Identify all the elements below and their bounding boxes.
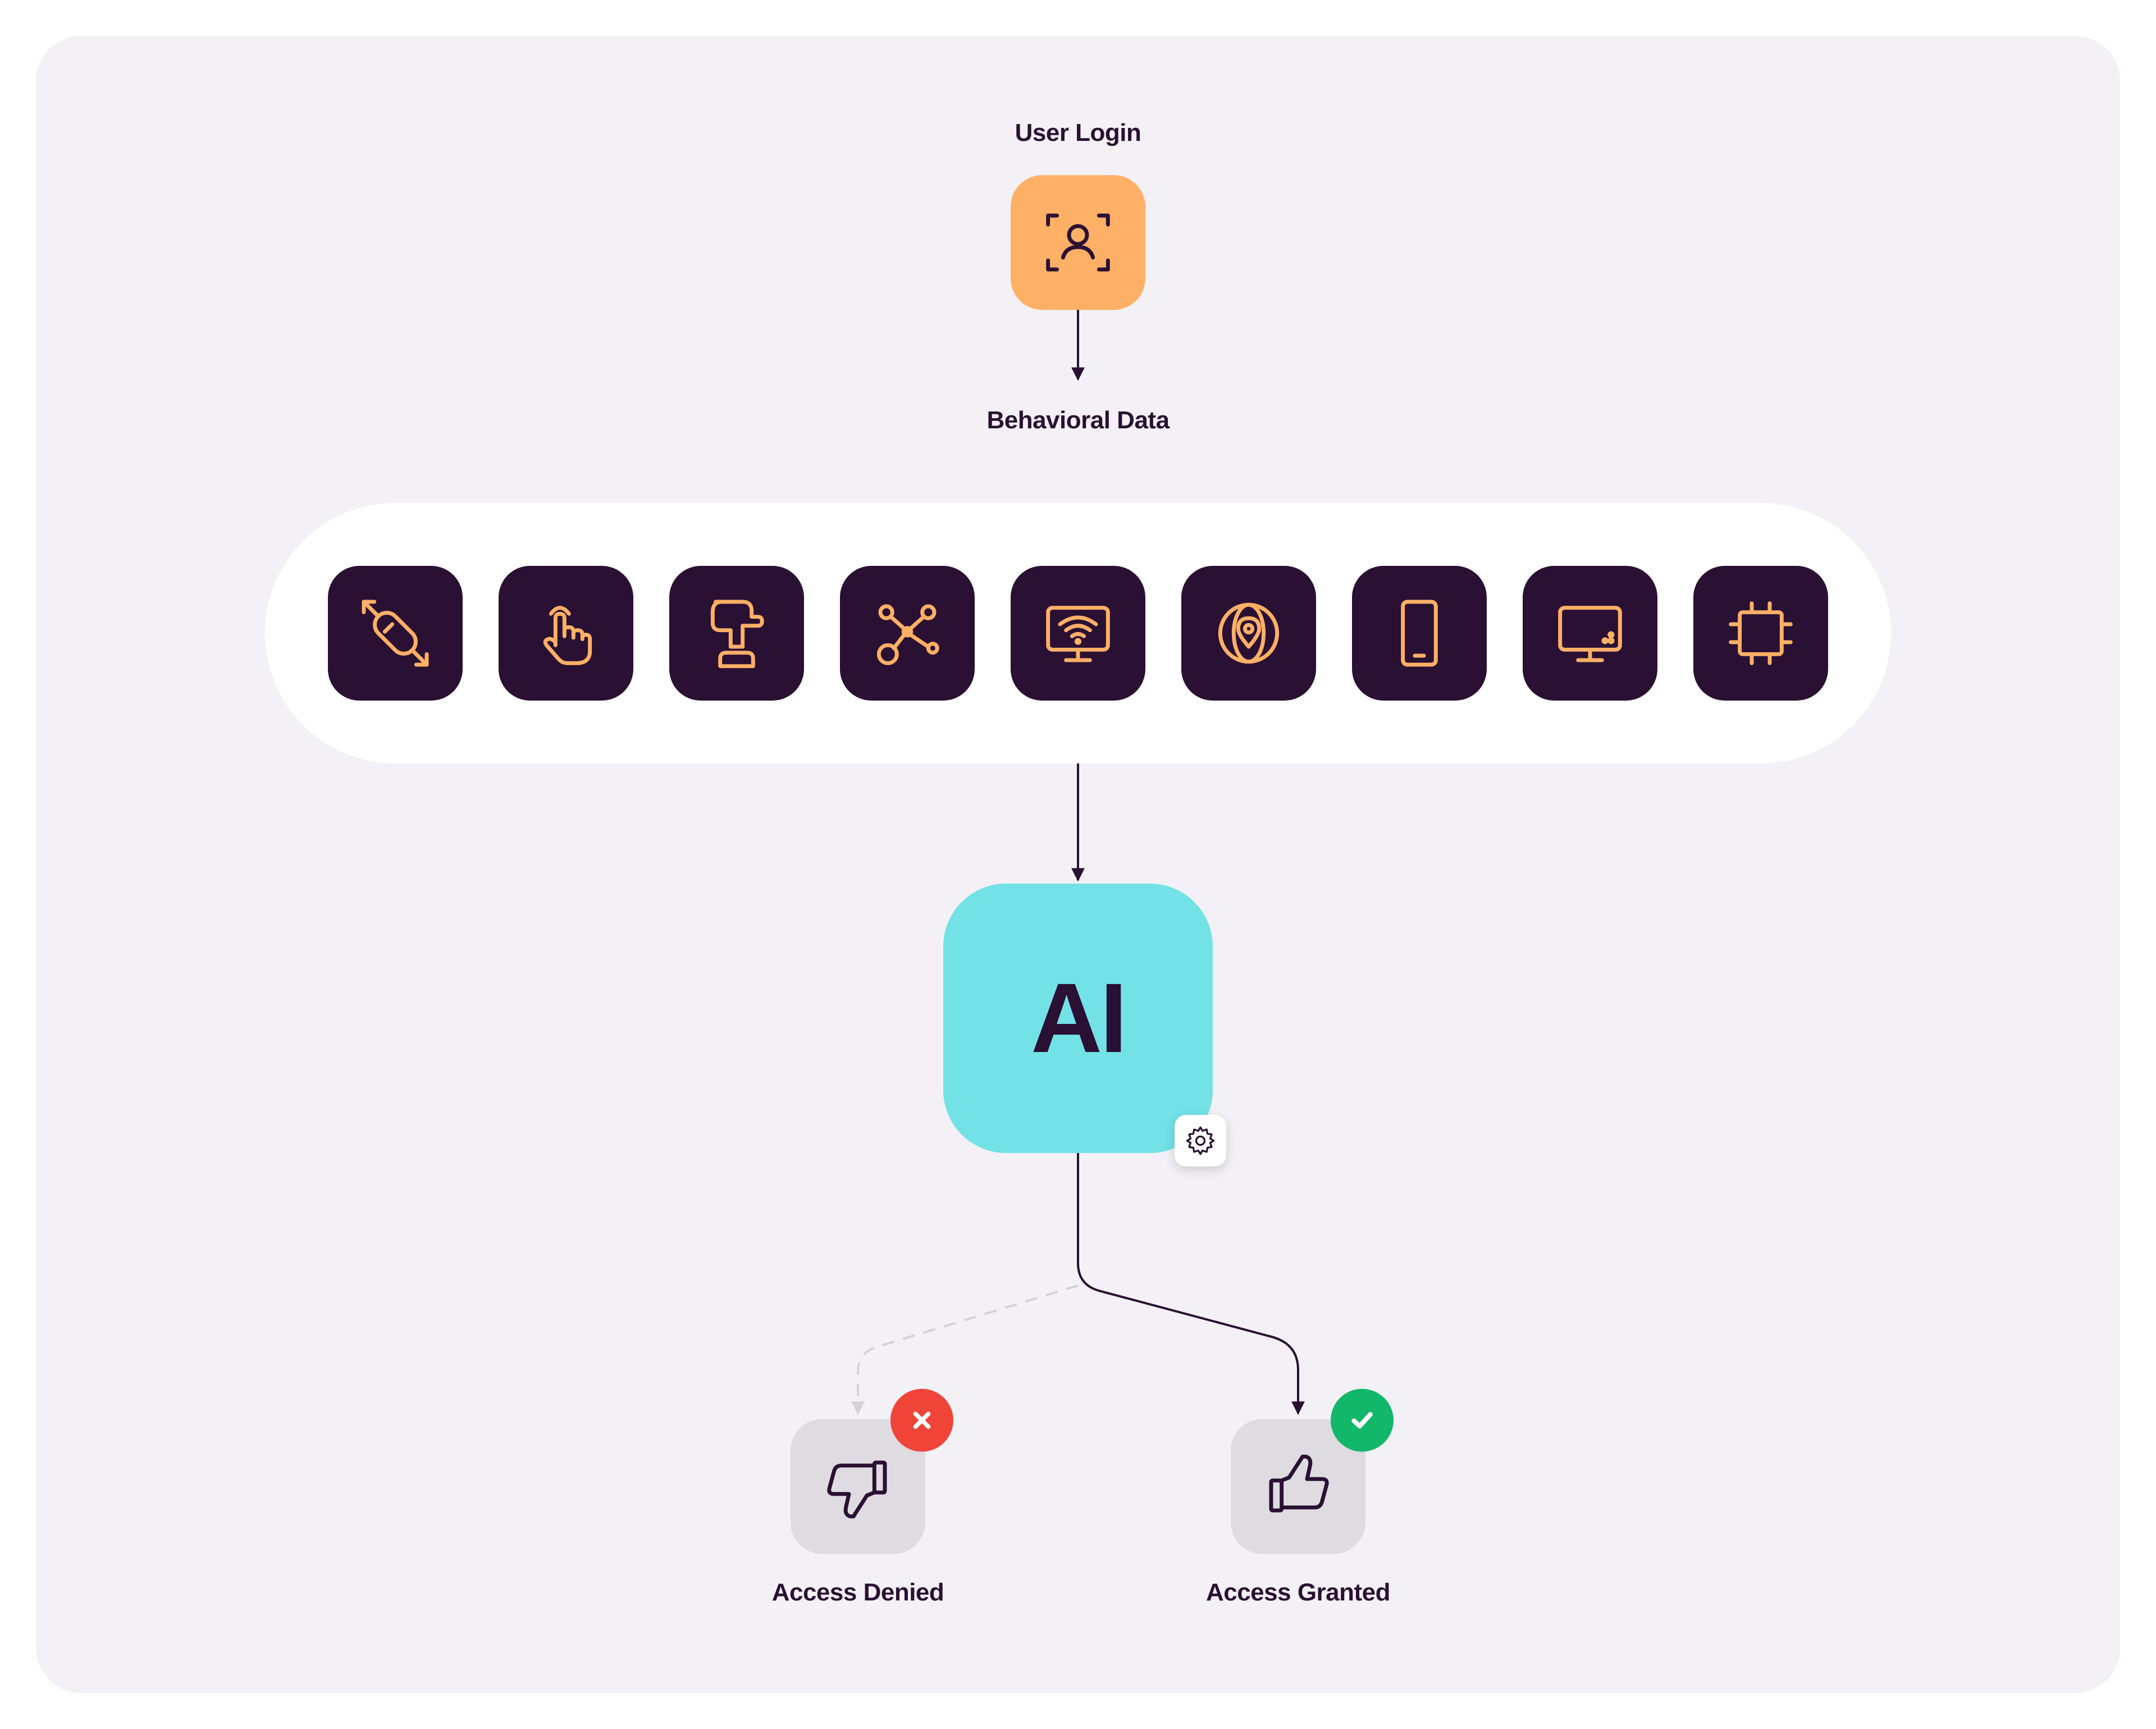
mouse-movement-icon: [362, 600, 429, 667]
access-denied-label: Access Denied: [771, 1579, 944, 1606]
behavior-tile-wifi-monitor: [1011, 566, 1145, 701]
user-login-label: User Login: [1015, 119, 1141, 147]
mobile-device-icon: [1401, 600, 1438, 667]
behavior-tile-mobile: [1352, 566, 1487, 701]
check-icon: [1351, 1412, 1373, 1429]
behavior-tile-touch: [499, 566, 633, 701]
behavior-tile-keystroke: [669, 566, 804, 701]
ai-engine-tile: AI: [943, 884, 1213, 1153]
behavior-tile-geolocation: [1181, 566, 1316, 701]
wifi-monitor-icon: [1046, 606, 1110, 662]
chip-icon: [1729, 601, 1793, 665]
user-login-tile: [1011, 175, 1145, 310]
behavior-tile-mouse: [328, 566, 463, 701]
behavior-tile-desktop: [1523, 566, 1657, 701]
behavior-tile-network: [840, 566, 975, 701]
ai-to-granted-connector: [1077, 1153, 1305, 1415]
thumbs-up-icon: [1269, 1454, 1329, 1513]
network-icon: [876, 604, 939, 665]
behavioral-data-label: Behavioral Data: [986, 406, 1170, 434]
geolocation-icon: [1218, 602, 1280, 664]
access-granted-label: Access Granted: [1205, 1579, 1391, 1606]
desktop-device-icon: [1558, 606, 1622, 662]
face-scan-icon: [1046, 213, 1110, 272]
ai-to-denied-connector: [851, 1284, 1079, 1415]
keystroke-icon: [710, 600, 764, 669]
behavior-tile-chip: [1693, 566, 1828, 701]
denied-status-badge: [890, 1389, 953, 1452]
granted-status-badge: [1331, 1389, 1394, 1452]
x-icon: [913, 1411, 931, 1429]
ai-label: AI: [1031, 963, 1127, 1073]
gear-icon: [1186, 1126, 1215, 1155]
settings-badge[interactable]: [1175, 1115, 1226, 1167]
thumbs-down-icon: [827, 1460, 887, 1518]
touch-gesture-icon: [543, 606, 592, 665]
